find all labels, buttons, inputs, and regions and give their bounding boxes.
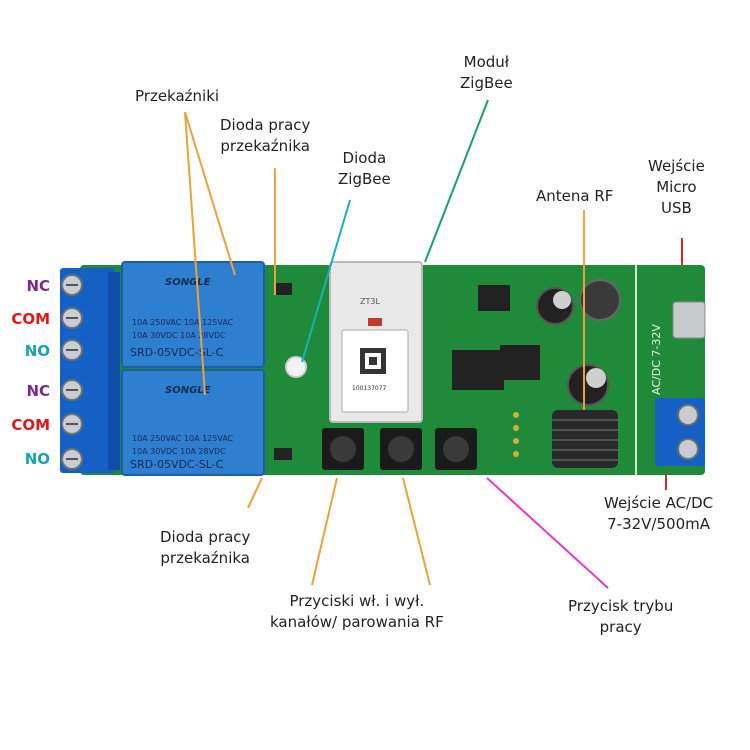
terminal-block-left [60, 268, 120, 473]
label-zigbee-module: Moduł ZigBee [460, 53, 513, 92]
label-usb-input: Wejście Micro USB [648, 157, 705, 217]
power-terminal [655, 398, 705, 466]
button-1 [322, 428, 364, 470]
svg-text:10A 30VDC 10A 28VDC: 10A 30VDC 10A 28VDC [132, 331, 226, 340]
terminal-com-1: COM [11, 310, 50, 328]
rf-antenna-coil [552, 410, 618, 468]
relay-led-2 [274, 448, 292, 460]
button-2 [380, 428, 422, 470]
terminal-no-1: NO [24, 342, 50, 360]
label-antenna: Antena RF [536, 187, 614, 205]
label-power-input: Wejście AC/DC 7-32V/500mA [604, 494, 714, 533]
relay-led-1 [274, 283, 292, 295]
micro-usb-port [672, 301, 706, 339]
svg-text:SONGLE: SONGLE [165, 385, 211, 396]
svg-text:SONGLE: SONGLE [165, 277, 211, 288]
power-marking: AC/DC 7-32V [650, 324, 663, 395]
label-relay-led-top: Dioda pracy przekaźnika [220, 116, 311, 155]
terminal-no-2: NO [24, 450, 50, 468]
label-relay-led-bottom: Dioda pracy przekaźnika [160, 528, 251, 567]
svg-text:SRD-05VDC-SL-C: SRD-05VDC-SL-C [130, 346, 224, 359]
svg-text:10A 250VAC 10A 125VAC: 10A 250VAC 10A 125VAC [132, 434, 234, 443]
svg-text:SRD-05VDC-SL-C: SRD-05VDC-SL-C [130, 458, 224, 471]
label-zigbee-led: Dioda ZigBee [338, 149, 391, 188]
svg-text:100137077: 100137077 [352, 385, 387, 392]
svg-text:ZT3L: ZT3L [360, 297, 380, 306]
svg-text:10A 30VDC 10A 28VDC: 10A 30VDC 10A 28VDC [132, 447, 226, 456]
pin-header [513, 412, 519, 457]
inductor [579, 279, 621, 321]
ic-chip-2 [500, 345, 540, 380]
label-relays: Przekaźniki [135, 87, 220, 105]
leader-lines [184, 99, 683, 589]
label-buttons: Przyciski wł. i wył. kanałów/ parowania … [270, 592, 444, 631]
terminal-nc-2: NC [26, 382, 50, 400]
regulator [478, 285, 510, 311]
ic-chip-1 [452, 350, 504, 390]
zigbee-led [285, 356, 307, 378]
label-mode-button: Przycisk trybu pracy [568, 597, 674, 636]
svg-text:10A 250VAC 10A 125VAC: 10A 250VAC 10A 125VAC [132, 318, 234, 327]
zigbee-module: ZT3L 100137077 [329, 261, 423, 423]
button-3 [435, 428, 477, 470]
terminal-nc-1: NC [26, 277, 50, 295]
relay-1: SONGLE 10A 250VAC 10A 125VAC 10A 30VDC 1… [121, 261, 265, 368]
relay-2: SONGLE 10A 250VAC 10A 125VAC 10A 30VDC 1… [121, 369, 265, 476]
terminal-com-2: COM [11, 416, 50, 434]
